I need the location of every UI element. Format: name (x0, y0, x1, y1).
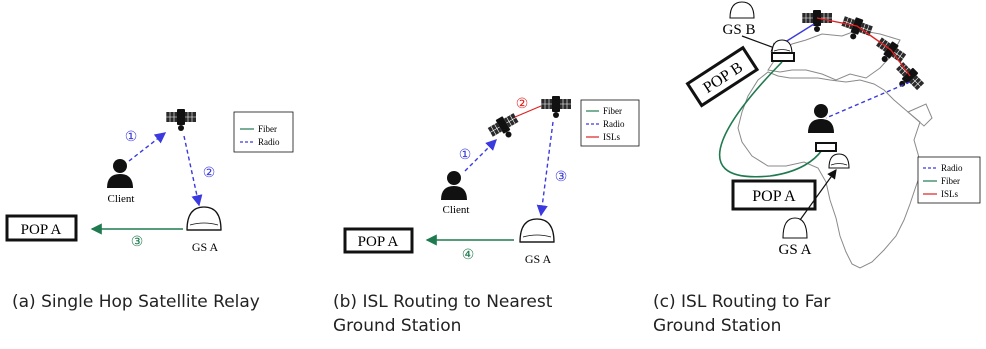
pop-a-box (731, 179, 817, 211)
satellite-icon-4 (888, 59, 927, 98)
panel-b: Client GS A ① ② ③ ④ POP A Fiber Radio IS… (343, 95, 640, 266)
caption-b-line2: Ground Station (333, 316, 462, 336)
step-2: ② (203, 165, 216, 181)
client-label: Client (443, 204, 470, 216)
client-person-icon (808, 104, 834, 133)
dish-antenna-icon (519, 218, 555, 243)
step-3: ③ (131, 234, 144, 250)
pop-b-site (771, 52, 795, 62)
satellite-icon-2 (837, 12, 875, 45)
gs-a-pointer (799, 169, 837, 221)
isl-chain (816, 17, 911, 77)
legend-box (917, 156, 981, 204)
caption-c-line2: Ground Station (653, 316, 782, 336)
client-person-icon (107, 159, 133, 188)
pop-b-box: POP B (685, 45, 760, 108)
panel-a: Client GS A ① ② ③ POP A Fiber Radio (5, 108, 294, 254)
radio-client-link (825, 81, 911, 119)
step-1: ① (125, 129, 138, 145)
pop-box (343, 227, 414, 254)
radio-uplink-arrow (128, 132, 167, 162)
radio-uplink-arrow (464, 139, 497, 172)
pop-a-site (815, 142, 837, 152)
caption-b-line1: (b) ISL Routing to Nearest (333, 292, 553, 312)
fiber-route (718, 61, 823, 178)
legend-radio: Radio (603, 119, 625, 129)
gs-b-label: GS B (723, 22, 756, 38)
legend-box (580, 99, 640, 147)
caption-c: (c) ISL Routing to Far Ground Station (653, 290, 830, 338)
panel-c: GS B POP B POP A GS A Radio Fiber ISLs (685, 1, 981, 269)
pop-box (5, 214, 78, 242)
pop-a-label: POP A (752, 188, 796, 205)
isl-link (514, 105, 542, 118)
gs-b-site-dish-icon (771, 39, 793, 55)
step-4: ④ (462, 247, 475, 263)
satellite-icon-far (540, 95, 572, 119)
caption-a: (a) Single Hop Satellite Relay (12, 292, 260, 312)
step-3: ③ (555, 169, 568, 185)
gs-label: GS A (192, 240, 219, 254)
satellite-icon (165, 108, 197, 132)
caption-b: (b) ISL Routing to Nearest Ground Statio… (333, 290, 552, 338)
gs-a-label: GS A (779, 242, 812, 258)
legend-radio: Radio (941, 163, 963, 173)
gs-b-dish-icon (729, 1, 755, 19)
legend-fiber: Fiber (603, 106, 622, 116)
radio-gsb-link (781, 23, 815, 45)
radio-downlink-arrow (183, 135, 203, 207)
gs-a-site-dish-icon (828, 153, 850, 169)
gs-a-dish-icon (782, 217, 808, 239)
dish-antenna-icon (186, 206, 222, 231)
caption-c-line1: (c) ISL Routing to Far (653, 292, 831, 312)
gs-label: GS A (525, 252, 552, 266)
legend-box (233, 111, 294, 153)
legend-isls: ISLs (603, 132, 621, 142)
legend-fiber: Fiber (941, 176, 960, 186)
map-horn-detail (907, 103, 933, 127)
pop-label: POP A (21, 222, 62, 238)
step-1: ① (459, 147, 472, 163)
pop-label: POP A (358, 234, 399, 250)
client-person-icon (441, 171, 467, 200)
legend-radio: Radio (258, 137, 280, 147)
radio-downlink-arrow (536, 121, 554, 217)
client-label: Client (108, 193, 135, 205)
legend-fiber: Fiber (258, 124, 277, 134)
step-2: ② (516, 96, 529, 112)
legend-isls: ISLs (941, 189, 959, 199)
